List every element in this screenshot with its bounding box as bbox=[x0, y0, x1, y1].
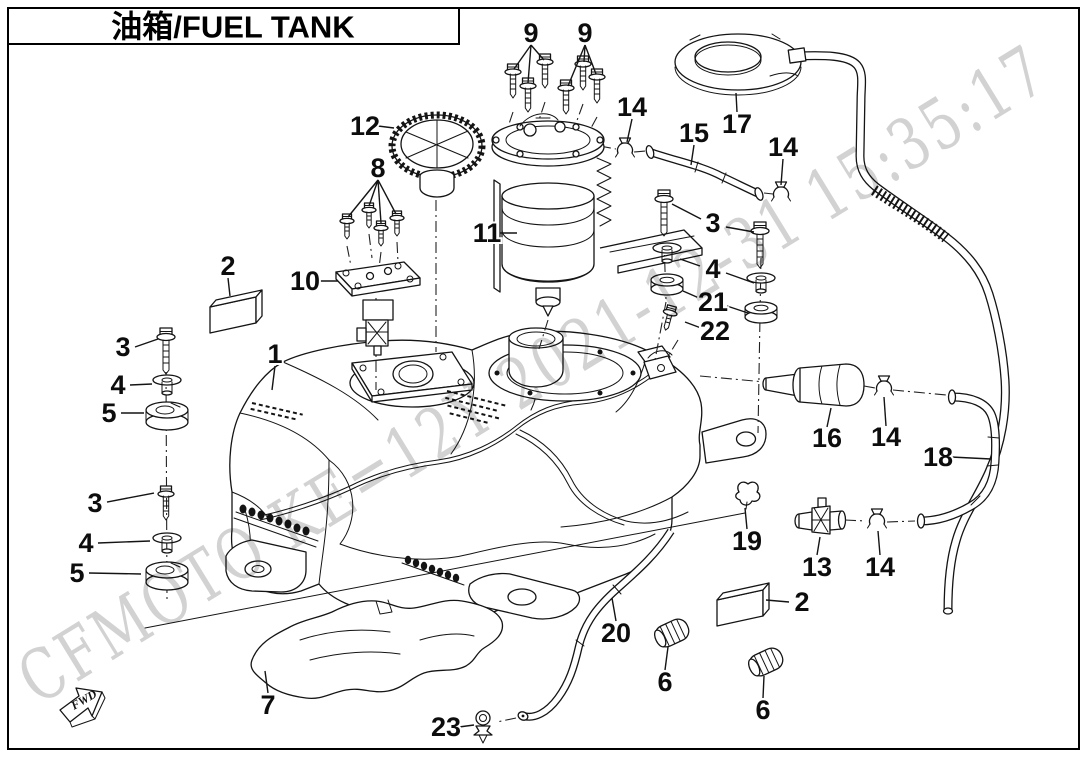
leader-line bbox=[690, 144, 695, 166]
leader-line bbox=[765, 599, 790, 603]
part-15-fuel-hose bbox=[645, 145, 764, 201]
callout-16: 16 bbox=[812, 423, 842, 453]
callout-11: 11 bbox=[473, 218, 502, 248]
leader-line bbox=[679, 258, 701, 267]
leader-line bbox=[611, 597, 617, 622]
leader-line bbox=[134, 338, 159, 348]
callout-4: 4 bbox=[705, 254, 720, 284]
leader-line bbox=[129, 383, 153, 386]
leader-line bbox=[744, 507, 748, 530]
leader-line bbox=[684, 321, 702, 329]
callout-7: 7 bbox=[260, 690, 275, 720]
leader-line bbox=[725, 226, 755, 233]
callout-12: 12 bbox=[350, 111, 380, 141]
callout-3: 3 bbox=[87, 488, 102, 518]
callout-9: 9 bbox=[577, 18, 592, 48]
fwd-arrow: FWD bbox=[59, 687, 106, 728]
leader-line bbox=[583, 44, 586, 63]
part-16-valve bbox=[762, 363, 865, 407]
callout-20: 20 bbox=[601, 618, 631, 648]
leader-line bbox=[458, 724, 475, 728]
callout-13: 13 bbox=[802, 552, 832, 582]
leader-line bbox=[97, 540, 151, 544]
part-1-fuel-tank bbox=[225, 327, 767, 622]
callout-14: 14 bbox=[865, 552, 895, 582]
leader-line bbox=[950, 456, 992, 460]
callout-2: 2 bbox=[794, 587, 809, 617]
rivet-row-center bbox=[401, 555, 465, 586]
callout-21: 21 bbox=[698, 287, 728, 317]
leader-line bbox=[527, 44, 532, 84]
leader-line bbox=[530, 44, 545, 61]
callout-3: 3 bbox=[115, 332, 130, 362]
part-19-clip bbox=[735, 481, 761, 510]
leader-line bbox=[826, 407, 832, 428]
leader-line bbox=[726, 305, 749, 314]
part-7-heat-shield bbox=[250, 599, 504, 700]
leader-line bbox=[264, 670, 269, 694]
part-13-valve bbox=[794, 497, 847, 535]
leader-line bbox=[883, 396, 887, 427]
callout-10: 10 bbox=[290, 266, 320, 296]
callout-3: 3 bbox=[705, 208, 720, 238]
callout-5: 5 bbox=[101, 398, 116, 428]
leader-line bbox=[816, 536, 821, 556]
leader-line bbox=[368, 179, 379, 207]
leader-line bbox=[762, 675, 765, 699]
callout-6: 6 bbox=[755, 695, 770, 725]
leader-line bbox=[347, 179, 379, 218]
rivet-row-left bbox=[233, 504, 319, 548]
part-20-drain-hose bbox=[517, 528, 675, 721]
callout-2: 2 bbox=[220, 251, 235, 281]
callout-22: 22 bbox=[700, 316, 730, 346]
leader-line bbox=[377, 179, 382, 224]
leader-line bbox=[725, 272, 755, 284]
callout-14: 14 bbox=[768, 132, 798, 162]
leader-line bbox=[377, 125, 395, 129]
leader-line bbox=[513, 44, 532, 70]
callout-5: 5 bbox=[69, 558, 84, 588]
part-18-vent-hose bbox=[916, 389, 1000, 529]
callout-6: 6 bbox=[657, 667, 672, 697]
leader-line bbox=[377, 179, 397, 215]
leader-line bbox=[106, 492, 155, 503]
callout-17: 17 bbox=[722, 109, 752, 139]
part-10-mount-plate bbox=[335, 261, 421, 356]
callout-4: 4 bbox=[110, 370, 125, 400]
callout-23: 23 bbox=[431, 712, 461, 742]
callout-8: 8 bbox=[370, 153, 385, 183]
part-11-fuel-pump bbox=[491, 113, 703, 317]
leader-line bbox=[227, 277, 231, 297]
leader-line bbox=[735, 92, 738, 113]
leader-line bbox=[88, 572, 142, 575]
leader-line bbox=[567, 44, 586, 87]
callout-19: 19 bbox=[732, 526, 762, 556]
leader-line bbox=[877, 530, 881, 556]
part-23-clip bbox=[473, 710, 493, 744]
leader-line bbox=[271, 365, 276, 391]
callout-4: 4 bbox=[78, 528, 93, 558]
leader-line bbox=[682, 290, 700, 299]
tank-label-left bbox=[250, 402, 303, 421]
leader-line bbox=[671, 203, 702, 220]
callout-9: 9 bbox=[523, 18, 538, 48]
callout-1: 1 bbox=[267, 339, 282, 369]
leader-line bbox=[780, 158, 784, 186]
callout-14: 14 bbox=[617, 92, 647, 122]
part-12-fuel-cap bbox=[388, 111, 486, 198]
leader-line bbox=[664, 646, 669, 671]
page-title: 油箱/FUEL TANK bbox=[111, 10, 355, 45]
callout-15: 15 bbox=[679, 118, 709, 148]
callout-14: 14 bbox=[871, 422, 901, 452]
leader-line bbox=[584, 44, 597, 75]
leader-line bbox=[626, 118, 633, 143]
callout-18: 18 bbox=[923, 442, 953, 472]
title-box bbox=[7, 7, 460, 45]
